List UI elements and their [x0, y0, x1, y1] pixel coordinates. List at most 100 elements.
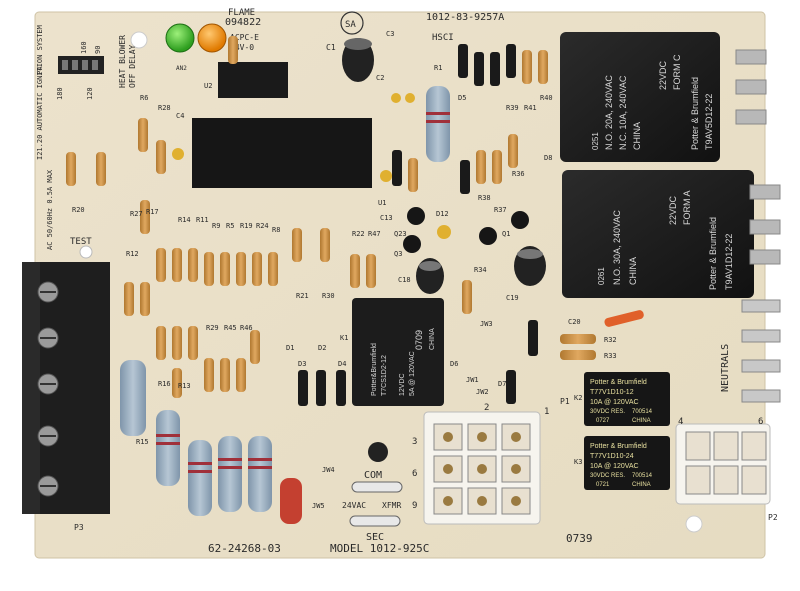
label-r6: R6	[140, 94, 148, 102]
red-capacitor	[280, 478, 302, 524]
svg-text:AC 50/60Hz 0.5A MAX: AC 50/60Hz 0.5A MAX	[46, 169, 54, 250]
svg-text:Potter & Brumfield: Potter & Brumfield	[708, 217, 718, 290]
label-r39: R39	[506, 104, 519, 112]
label-r30: R30	[322, 292, 335, 300]
label-q1: Q1	[502, 230, 510, 238]
svg-text:T9AV5D12-22: T9AV5D12-22	[704, 94, 714, 150]
flame-sensor-capacitor	[368, 442, 388, 462]
svg-text:22VDC: 22VDC	[668, 195, 678, 225]
label-r45: R45	[224, 324, 237, 332]
ignition-system-label: I21.20 AUTOMATIC IGNITION SYSTEM	[36, 25, 44, 160]
conn-num-9: 9	[412, 501, 417, 511]
label-d2: D2	[318, 344, 326, 352]
label-jw3: JW3	[480, 320, 493, 328]
svg-text:N.C. 10A, 240VAC: N.C. 10A, 240VAC	[618, 75, 628, 150]
conn-num-2: 2	[484, 403, 489, 413]
svg-text:Potter & Brumfield: Potter & Brumfield	[590, 379, 647, 386]
flame-label: FLAME	[228, 8, 255, 18]
label-r41: R41	[524, 104, 537, 112]
svg-text:R1: R1	[434, 64, 442, 72]
delay-180-label: 180	[56, 87, 64, 100]
label-d5: D5	[458, 94, 466, 102]
label-r8: R8	[272, 226, 280, 234]
label-r46: R46	[240, 324, 253, 332]
svg-text:5A @ 120VAC: 5A @ 120VAC	[409, 351, 416, 396]
svg-text:0709: 0709	[414, 330, 424, 350]
diodes	[298, 44, 538, 406]
p2-label: P2	[768, 513, 778, 522]
svg-text:Potter&Brumfield: Potter&Brumfield	[371, 343, 378, 396]
u2-chip	[218, 62, 288, 98]
delay-90-label: 90	[94, 46, 102, 54]
date-code: 0739	[566, 532, 593, 545]
svg-text:CHINA: CHINA	[632, 122, 642, 150]
svg-text:FORM C: FORM C	[672, 54, 682, 90]
test-label: TEST	[70, 237, 92, 247]
svg-text:700514: 700514	[632, 409, 653, 415]
mount-hole	[130, 31, 148, 49]
off-delay-label: OFF DELAY	[128, 44, 137, 88]
svg-text:10A @ 120VAC: 10A @ 120VAC	[590, 399, 639, 406]
label-jw5: JW5	[312, 502, 325, 510]
label-r19: R19	[240, 222, 253, 230]
relay-k2: Potter & Brumfield T77V1D10-12 10A @ 120…	[574, 372, 670, 426]
svg-text:K1: K1	[340, 334, 348, 342]
svg-text:C18: C18	[398, 276, 411, 284]
ul-logo: SA	[340, 11, 364, 35]
svg-text:700514: 700514	[632, 473, 653, 479]
u1-label: U1	[378, 199, 386, 207]
svg-text:CHINA: CHINA	[628, 257, 638, 285]
neutral-terminals[interactable]	[741, 299, 781, 403]
transistors	[403, 207, 529, 253]
svg-text:180: 180	[56, 87, 64, 100]
conn-num-6: 6	[412, 469, 417, 479]
small-capacitors	[172, 93, 451, 239]
delay-120-label: 120	[86, 87, 94, 100]
electrolytic-capacitor: C1	[326, 38, 374, 82]
conn-num-3: 3	[412, 437, 417, 447]
film-capacitor	[604, 310, 644, 327]
svg-text:K2: K2	[574, 394, 582, 402]
svg-text:22VDC: 22VDC	[658, 60, 668, 90]
svg-text:P4: P4	[36, 67, 44, 75]
delay-160-label: 160	[80, 41, 88, 54]
mount-hole	[79, 245, 93, 259]
electrolytic-capacitor: C18	[398, 258, 444, 294]
sec-label: SEC	[366, 532, 384, 543]
svg-text:NEUTRALS: NEUTRALS	[720, 344, 731, 392]
label-q23: Q23	[394, 230, 407, 238]
label-jw1: JW1	[466, 376, 479, 384]
svg-text:30VDC RES.: 30VDC RES.	[590, 409, 625, 415]
label-d6: D6	[450, 360, 458, 368]
label-c2: C2	[376, 74, 384, 82]
top-part-number: 1012-83-9257A	[426, 12, 504, 23]
conn-num-4: 4	[678, 417, 683, 427]
relay-spade-terminals[interactable]	[735, 49, 781, 265]
label-r28: R28	[158, 104, 171, 112]
label-r14: R14	[178, 216, 191, 224]
com-terminal[interactable]	[351, 481, 403, 493]
svg-text:T7CS1D2-12: T7CS1D2-12	[381, 355, 388, 396]
svg-text:C19: C19	[506, 294, 519, 302]
svg-text:FORM A: FORM A	[682, 190, 692, 225]
24vac-label: 24VAC	[342, 501, 366, 510]
nine-pin-connector[interactable]	[423, 411, 541, 525]
six-pin-connector[interactable]	[675, 423, 771, 505]
svg-text:P3: P3	[74, 523, 84, 532]
label-r33: R33	[604, 352, 617, 360]
label-jw2: JW2	[476, 388, 489, 396]
relay-k1: Potter&Brumfield T7CS1D2-12 12VDC 5A @ 1…	[340, 298, 444, 406]
svg-text:0261: 0261	[597, 267, 606, 285]
terminal-block-p3[interactable]: P3	[22, 262, 110, 532]
sec-terminal[interactable]	[349, 515, 401, 527]
svg-text:CHINA: CHINA	[632, 418, 651, 424]
svg-text:I21.20 AUTOMATIC IGNITION SYST: I21.20 AUTOMATIC IGNITION SYSTEM	[36, 25, 44, 160]
label-c13: C13	[380, 214, 393, 222]
label-r32: R32	[604, 336, 617, 344]
svg-text:OFF DELAY: OFF DELAY	[128, 44, 137, 88]
svg-text:CHINA: CHINA	[429, 328, 436, 350]
label-r13: R13	[178, 382, 191, 390]
label-r47: R47	[368, 230, 381, 238]
